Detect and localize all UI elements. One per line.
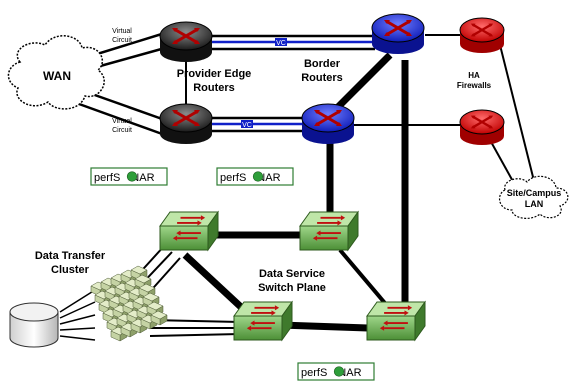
provider-edge-label-line2: Routers — [193, 82, 235, 94]
data-transfer-cluster — [90, 265, 168, 342]
storage-disk-icon — [9, 302, 59, 348]
perfsonar-logo-icon — [126, 171, 138, 182]
site-campus-lan-cloud: Site/Campus LAN — [498, 175, 569, 219]
data-service-switch-plane-label-line2: Switch Plane — [258, 282, 326, 294]
firewall-top — [459, 17, 505, 53]
ha-firewalls-label-line2: Firewalls — [457, 81, 492, 90]
virtual-circuit-bottom-line1: Virtual — [112, 118, 132, 125]
data-transfer-cluster-label-line2: Cluster — [51, 264, 90, 276]
virtual-circuit-top-line1: Virtual — [112, 28, 132, 35]
border-router-top — [371, 13, 425, 54]
links — [59, 31, 536, 341]
firewall-bottom — [459, 109, 505, 145]
perfsonar-logo-icon — [252, 171, 264, 182]
data-service-switch-plane-label-line1: Data Service — [259, 268, 325, 280]
site-campus-lan-line1: Site/Campus — [507, 188, 562, 198]
provider-edge-router-top — [159, 21, 213, 62]
border-router-bottom — [301, 103, 355, 144]
switch-bottom-right — [366, 300, 426, 342]
perfsonar-logo-icon — [333, 366, 345, 377]
data-transfer-cluster-label-line1: Data Transfer — [35, 250, 106, 262]
switch-top-left — [159, 210, 219, 252]
provider-edge-router-bottom — [159, 103, 213, 144]
provider-edge-label-line1: Provider Edge — [177, 68, 252, 80]
vc-label-top: VC — [276, 40, 286, 47]
wan-label: WAN — [43, 69, 71, 83]
virtual-circuit-bottom-line2: Circuit — [112, 127, 132, 134]
border-routers-label-line1: Border — [304, 58, 341, 70]
vc-label-bottom: VC — [242, 122, 252, 129]
ha-firewalls-label-line1: HA — [468, 71, 480, 80]
switch-bottom-left — [233, 300, 293, 342]
switch-top-right — [299, 210, 359, 252]
site-campus-lan-line2: LAN — [525, 199, 544, 209]
wan-cloud: WAN — [7, 35, 105, 110]
virtual-circuit-top-line2: Circuit — [112, 37, 132, 44]
border-routers-label-line2: Routers — [301, 72, 343, 84]
